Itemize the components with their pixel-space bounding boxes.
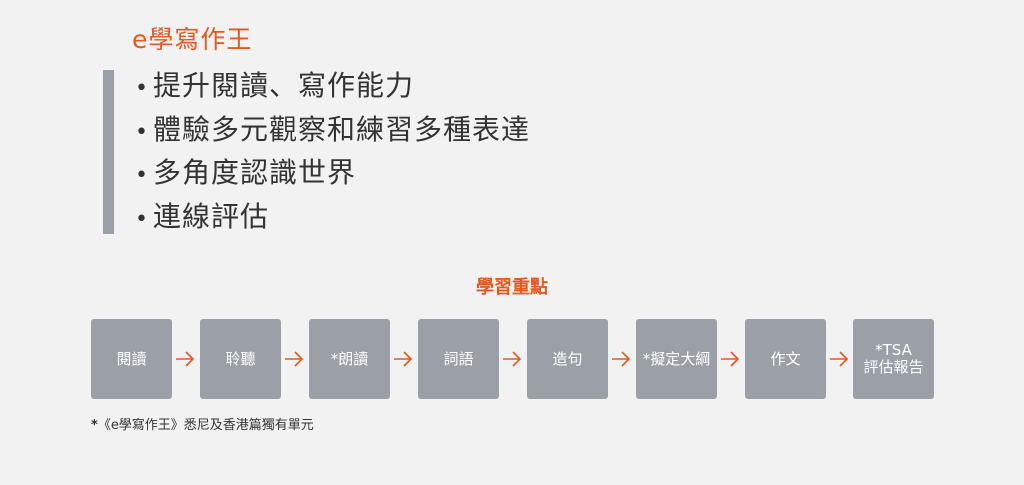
step-tsa-report[interactable]: *TSA 評估報告	[853, 319, 934, 399]
footnote-star: *	[91, 418, 98, 433]
arrow-right-icon	[612, 351, 631, 367]
feature-text: 連線評估	[153, 199, 270, 233]
feature-list: •提升閱讀、寫作能力 •體驗多元觀察和練習多種表達 •多角度認識世界 •連線評估	[135, 64, 530, 238]
learning-flow: 閱讀 聆聽 *朗讀 詞語 造句 *擬定大綱 作文 *TSA 評估報告	[91, 319, 934, 399]
feature-text: 多角度認識世界	[153, 156, 357, 189]
feature-text: 提升閱讀、寫作能力	[153, 69, 415, 102]
list-item: •體驗多元觀察和練習多種表達	[135, 108, 530, 152]
bullet-dot: •	[135, 76, 149, 101]
list-item: •連線評估	[135, 195, 530, 239]
step-composition[interactable]: 作文	[745, 319, 826, 399]
step-listening[interactable]: 聆聽	[200, 319, 281, 399]
list-item: •多角度認識世界	[135, 151, 530, 195]
arrow-right-icon	[285, 351, 304, 367]
footnote-text: 《e學寫作王》悉尼及香港篇獨有單元	[97, 418, 314, 433]
feature-text: 體驗多元觀察和練習多種表達	[153, 112, 531, 146]
bullet-dot: •	[135, 163, 149, 188]
arrow-right-icon	[503, 351, 522, 367]
section-title: 學習重點	[476, 277, 548, 298]
arrow-right-icon	[394, 351, 413, 367]
app-title: e學寫作王	[132, 25, 253, 54]
step-outline[interactable]: *擬定大綱	[636, 319, 717, 399]
footnote: *《e學寫作王》悉尼及香港篇獨有單元	[91, 414, 314, 433]
step-read-aloud[interactable]: *朗讀	[309, 319, 390, 399]
step-vocabulary[interactable]: 詞語	[418, 319, 499, 399]
accent-bar	[103, 70, 114, 234]
bullet-dot: •	[135, 206, 149, 232]
arrow-right-icon	[721, 351, 740, 367]
arrow-right-icon	[830, 351, 849, 367]
step-sentence[interactable]: 造句	[527, 319, 608, 399]
list-item: •提升閱讀、寫作能力	[135, 64, 530, 108]
bullet-dot: •	[135, 119, 149, 145]
arrow-right-icon	[176, 351, 195, 367]
step-reading[interactable]: 閱讀	[91, 319, 172, 399]
